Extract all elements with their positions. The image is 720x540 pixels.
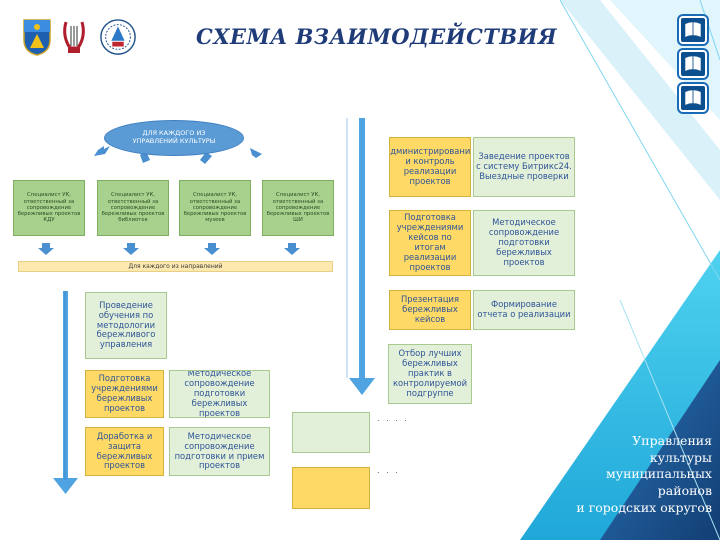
defense-support-label: Методическое сопровождение подготовки и …: [174, 430, 265, 471]
defense-support-node: Методическое сопровождение подготовки и …: [169, 427, 270, 476]
right-timeline-arrow-shaft: [359, 118, 365, 378]
best-practices-label: Отбор лучших бережливых практик в контро…: [392, 348, 468, 398]
admin-control-node: Администрирование и контроль реализации …: [389, 137, 471, 197]
legend-green-swatch: [292, 412, 370, 453]
top-node-label: ДЛЯ КАЖДОГО ИЗ УПРАВЛЕНИЙ КУЛЬТУРЫ: [132, 129, 216, 145]
cases-support-label: Методическое сопровождение подготовки бе…: [488, 217, 560, 267]
training-node: Проведение обучения по методологии береж…: [85, 292, 167, 359]
best-practices-node: Отбор лучших бережливых практик в контро…: [388, 344, 472, 404]
cases-prep-node: Подготовка учреждениями кейсов по итогам…: [389, 210, 471, 276]
specialist-museums-label: Специалист УК, ответственный за сопровож…: [183, 192, 247, 224]
training-label: Проведение обучения по методологии береж…: [96, 299, 156, 350]
caption-line: районов: [657, 482, 712, 498]
prep-support-label: Методическое сопровождение подготовки бе…: [184, 370, 255, 418]
prep-projects-label: Подготовка учреждениями бережливых проек…: [91, 373, 158, 413]
lyre-logo-icon: [63, 21, 85, 53]
nav-book-button-3[interactable]: [679, 84, 707, 112]
caption-line: культуры: [649, 449, 712, 465]
arrow-spec3-down: [204, 243, 220, 255]
belgorod-coat-of-arms-icon: [23, 19, 51, 56]
caption-line: муниципальных: [606, 466, 712, 482]
each-direction-bar: Для каждого из направлений: [18, 261, 333, 272]
arrow-oval-to-spec-3: [200, 152, 212, 164]
book-icon: [685, 22, 701, 37]
legend-yellow-dots: . . .: [377, 466, 400, 475]
page-title: СХЕМА ВЗАИМОДЕЙСТВИЯ: [196, 24, 558, 49]
specialist-art-schools-label: Специалист УК, ответственный за сопровож…: [266, 192, 330, 224]
book-icon: [685, 56, 701, 71]
specialist-art-schools: Специалист УК, ответственный за сопровож…: [262, 180, 334, 236]
caption-line: и городских округов: [576, 499, 712, 515]
cases-presentation-node: Презентация бережливых кейсов: [389, 290, 471, 330]
arrow-spec2-down: [123, 243, 139, 255]
right-timeline-arrow-head: [349, 378, 375, 395]
book-icon: [685, 90, 701, 105]
cases-support-node: Методическое сопровождение подготовки бе…: [473, 210, 575, 276]
nav-book-button-1[interactable]: [679, 16, 707, 44]
each-direction-label: Для каждого из направлений: [128, 262, 223, 270]
arrow-oval-to-spec-1: [94, 146, 110, 156]
bitrix-checks-node: Заведение проектов с систему Битрикс24. …: [473, 137, 575, 197]
top-node-all-departments: ДЛЯ КАЖДОГО ИЗ УПРАВЛЕНИЙ КУЛЬТУРЫ: [104, 120, 244, 156]
report-node: Формирование отчета о реализации: [473, 290, 575, 330]
report-label: Формирование отчета о реализации: [477, 299, 571, 319]
left-timeline-arrow-head: [53, 478, 78, 494]
specialist-kdu: Специалист УК, ответственный за сопровож…: [13, 180, 85, 236]
cases-prep-label: Подготовка учреждениями кейсов по итогам…: [396, 212, 464, 272]
arrow-spec1-down: [38, 243, 54, 255]
admin-control-label: Администрирование и контроль реализации …: [389, 146, 471, 186]
bitrix-checks-label: Заведение проектов с систему Битрикс24. …: [476, 151, 572, 181]
caption-line: Управления: [632, 433, 712, 448]
nav-book-button-2[interactable]: [679, 50, 707, 78]
specialist-kdu-label: Специалист УК, ответственный за сопровож…: [17, 192, 81, 224]
prep-support-node: Методическое сопровождение подготовки бе…: [169, 370, 270, 418]
specialist-museums: Специалист УК, ответственный за сопровож…: [179, 180, 251, 236]
defense-projects-node: Доработка и защита бережливых проектов: [85, 427, 164, 476]
arrow-spec4-down: [284, 243, 300, 255]
specialist-libraries-label: Специалист УК, ответственный за сопровож…: [101, 192, 165, 224]
institute-emblem-icon: [100, 19, 136, 55]
defense-projects-label: Доработка и защита бережливых проектов: [96, 430, 153, 471]
cases-presentation-label: Презентация бережливых кейсов: [400, 294, 460, 324]
legend-green-dots: . . . .: [377, 414, 409, 423]
legend-yellow-swatch: [292, 467, 370, 509]
specialist-libraries: Специалист УК, ответственный за сопровож…: [97, 180, 169, 236]
caption-departments: Управления культуры муниципальных районо…: [552, 433, 712, 516]
arrow-oval-to-spec-4: [250, 148, 262, 158]
prep-projects-node: Подготовка учреждениями бережливых проек…: [85, 370, 164, 418]
